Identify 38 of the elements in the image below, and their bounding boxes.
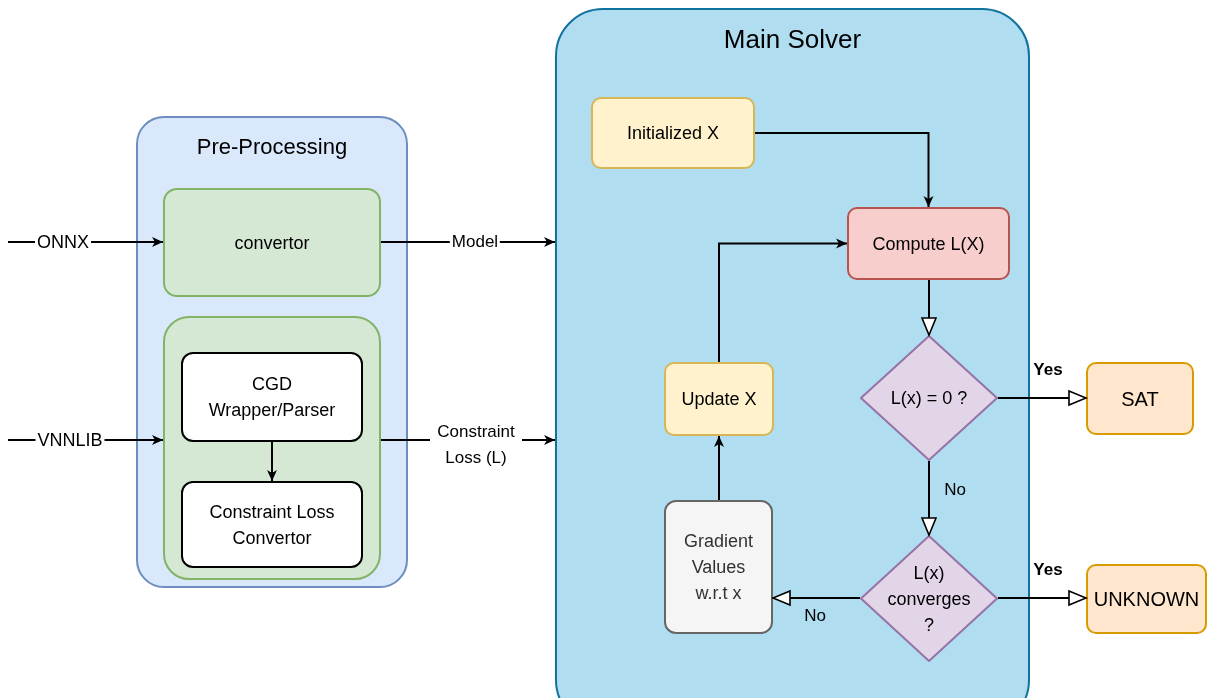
arrow [718, 238, 848, 363]
process-box [591, 97, 755, 169]
box-label: Update X [680, 388, 758, 411]
arrow [772, 590, 861, 606]
process-box [847, 207, 1010, 280]
box-label: CGD Wrapper/Parser [207, 373, 337, 422]
edge-label: No [943, 479, 967, 501]
process-box [664, 500, 773, 634]
box-label: Compute L(X) [871, 232, 986, 256]
edge-label: No [803, 605, 827, 627]
process-box [163, 188, 381, 297]
edge-label: Yes [1032, 359, 1064, 381]
group-panel [136, 116, 408, 588]
arrow [754, 132, 934, 208]
diamond-label: L(x) = 0 ? [889, 387, 969, 410]
box-label: Initialized X [625, 122, 721, 145]
arrow [267, 441, 277, 482]
diamond-label: L(x) converges ? [886, 561, 972, 637]
edge-label: Yes [1032, 559, 1064, 581]
box-label: SAT [1120, 386, 1160, 412]
group-box [163, 316, 381, 580]
process-box [181, 352, 363, 442]
process-box [181, 481, 363, 568]
panel-title: Main Solver [722, 26, 863, 52]
box-label: convertor [233, 231, 311, 255]
arrow [921, 279, 937, 336]
arrow [997, 590, 1087, 606]
process-box [664, 362, 774, 436]
box-label: UNKNOWN [1092, 587, 1201, 612]
arrow [714, 435, 724, 501]
box-label: Constraint Loss Convertor [208, 500, 336, 550]
result-box [1086, 564, 1207, 634]
group-panel [555, 8, 1030, 698]
arrow [921, 460, 937, 536]
panel-title: Pre-Processing [195, 134, 349, 160]
result-box [1086, 362, 1194, 435]
arrow [997, 390, 1087, 406]
box-label: Gradient Values w.r.t x [682, 530, 754, 605]
